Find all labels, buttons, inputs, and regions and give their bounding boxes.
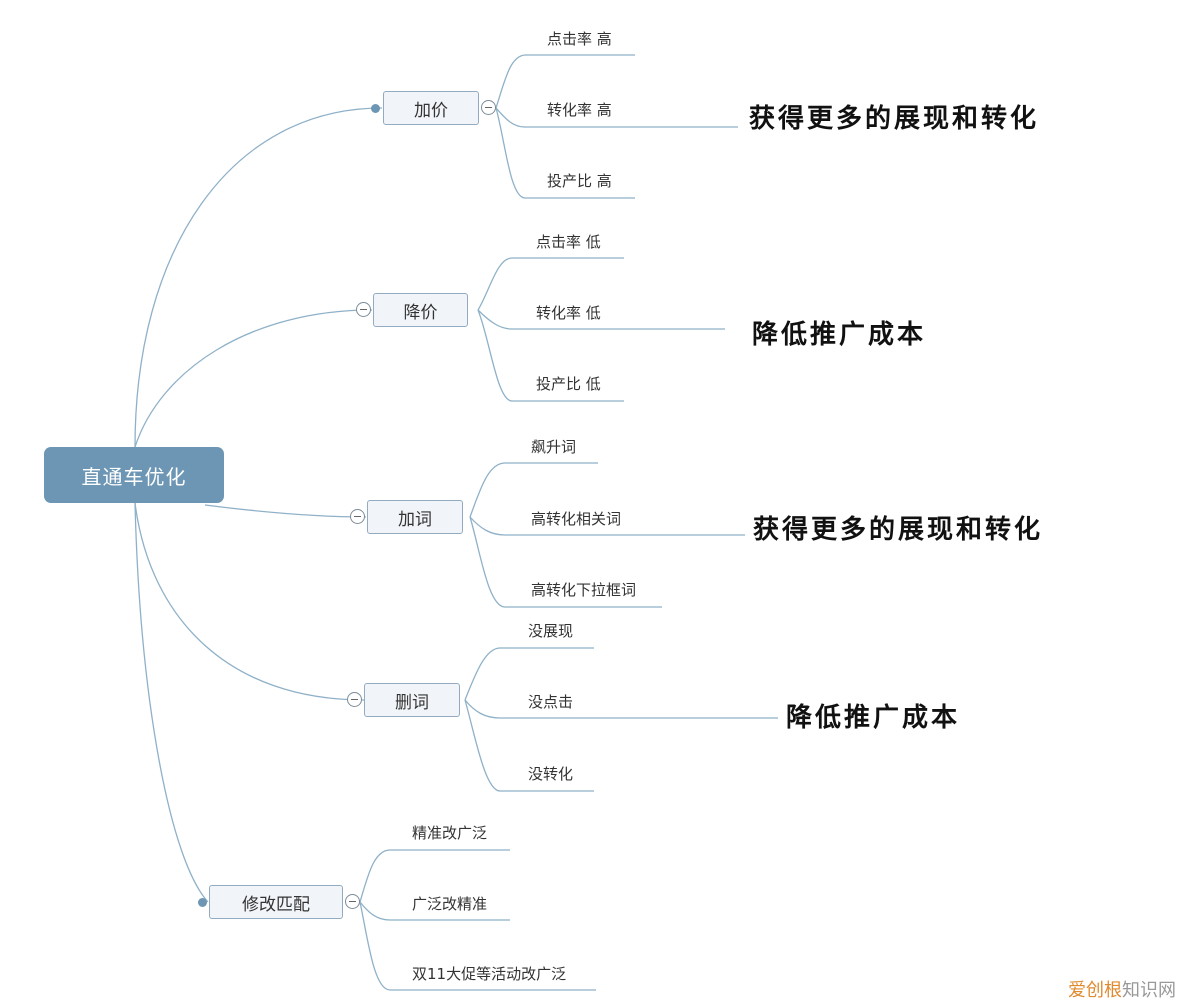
branch-3-label: 加词 [398,509,432,530]
branch-1-anchor-dot [371,104,380,113]
leaf-3-1[interactable]: 飙升词 [531,438,577,456]
branch-4-label: 删词 [395,692,429,713]
leaf-5-3[interactable]: 双11大促等活动改广泛 [412,965,567,983]
leaf-2-3[interactable]: 投产比 低 [536,375,601,393]
leaf-5-1[interactable]: 精准改广泛 [412,824,488,842]
branch-node-3[interactable]: 加词 [367,500,463,534]
leaf-4-2[interactable]: 没点击 [528,693,574,711]
note-branch-4: 降低推广成本 [786,703,961,733]
connector-root-branch-1 [134,107,383,448]
watermark-suffix: 知识网 [1122,980,1176,1001]
branch-5-anchor-dot [198,898,207,907]
note-branch-2: 降低推广成本 [752,320,927,350]
leaf-1-2[interactable]: 转化率 高 [547,101,612,119]
leaf-4-1[interactable]: 没展现 [528,622,574,640]
collapse-button-branch-1[interactable] [481,100,496,115]
leaf-1-1[interactable]: 点击率 高 [547,30,612,48]
note-branch-3: 获得更多的展现和转化 [753,515,1044,545]
watermark: 爱创根知识网 [1068,976,1176,1002]
leaf-3-2[interactable]: 高转化相关词 [531,510,622,528]
connector-root-branch-5 [134,502,209,903]
collapse-button-branch-4[interactable] [347,692,362,707]
connector-root-branch-2 [134,309,373,448]
leaf-1-3[interactable]: 投产比 高 [547,172,612,190]
leaf-5-2[interactable]: 广泛改精准 [412,895,488,913]
branch-node-1[interactable]: 加价 [383,91,479,125]
leaf-2-1[interactable]: 点击率 低 [536,233,601,251]
branch-node-5[interactable]: 修改匹配 [209,885,343,919]
leaf-2-2[interactable]: 转化率 低 [536,304,601,322]
collapse-button-branch-2[interactable] [356,302,371,317]
leaf-4-3[interactable]: 没转化 [528,765,574,783]
connector-root-branch-4 [134,502,365,701]
watermark-brand: 爱创根 [1068,980,1122,1001]
note-branch-1: 获得更多的展现和转化 [749,104,1040,134]
root-label: 直通车优化 [81,464,187,489]
collapse-button-branch-3[interactable] [350,509,365,524]
branch-2-label: 降价 [403,302,438,323]
branch-1-label: 加价 [414,100,448,121]
branch-node-2[interactable]: 降价 [373,293,468,327]
root-node[interactable]: 直通车优化 [44,447,224,503]
collapse-button-branch-5[interactable] [345,894,360,909]
leaf-3-3[interactable]: 高转化下拉框词 [531,581,637,599]
branch-5-label: 修改匹配 [242,894,310,915]
branch-node-4[interactable]: 删词 [364,683,460,717]
connector-root-branch-3 [204,504,367,518]
